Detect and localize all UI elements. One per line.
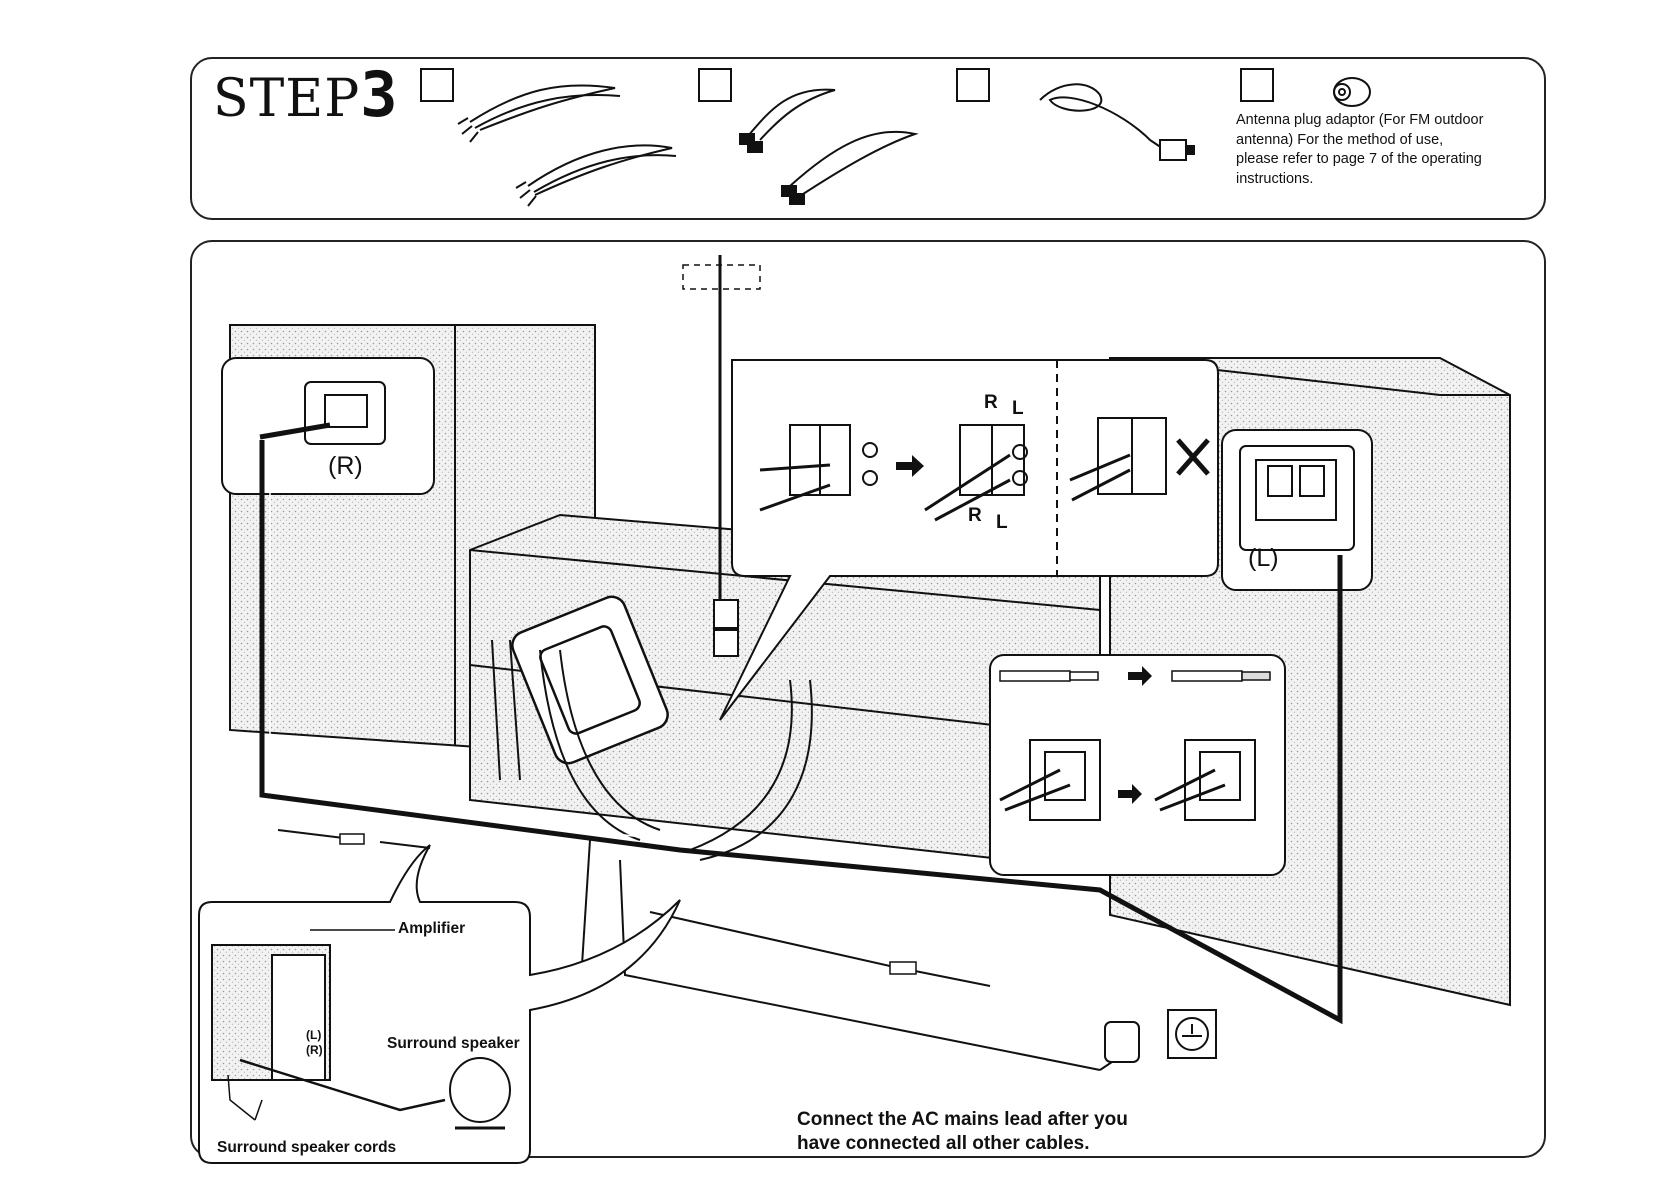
inset-l-label: (L)	[306, 1028, 321, 1042]
wall-outlet-icon	[1168, 1010, 1216, 1058]
left-speaker-label: (L)	[1248, 544, 1279, 573]
ac-mains-caption: Connect the AC mains lead after you have…	[797, 1108, 1157, 1156]
terminal-l-top-label: L	[1012, 398, 1024, 420]
antenna-adaptor-icon	[1334, 78, 1370, 106]
right-speaker-label: (R)	[328, 452, 363, 481]
terminal-l-bottom-label: L	[996, 512, 1008, 534]
terminal-r-bottom-label: R	[968, 505, 982, 527]
inset-r-label: (R)	[306, 1043, 323, 1057]
surround-speaker-label: Surround speaker	[387, 1035, 520, 1053]
speaker-cord-icon	[458, 85, 676, 206]
terminal-r-top-label: R	[984, 392, 998, 414]
audio-cord-icon	[740, 90, 915, 204]
amplifier-label: Amplifier	[398, 920, 465, 938]
surround-speaker-cords-label: Surround speaker cords	[217, 1139, 396, 1157]
ac-mains-lead-icon	[1040, 84, 1194, 160]
